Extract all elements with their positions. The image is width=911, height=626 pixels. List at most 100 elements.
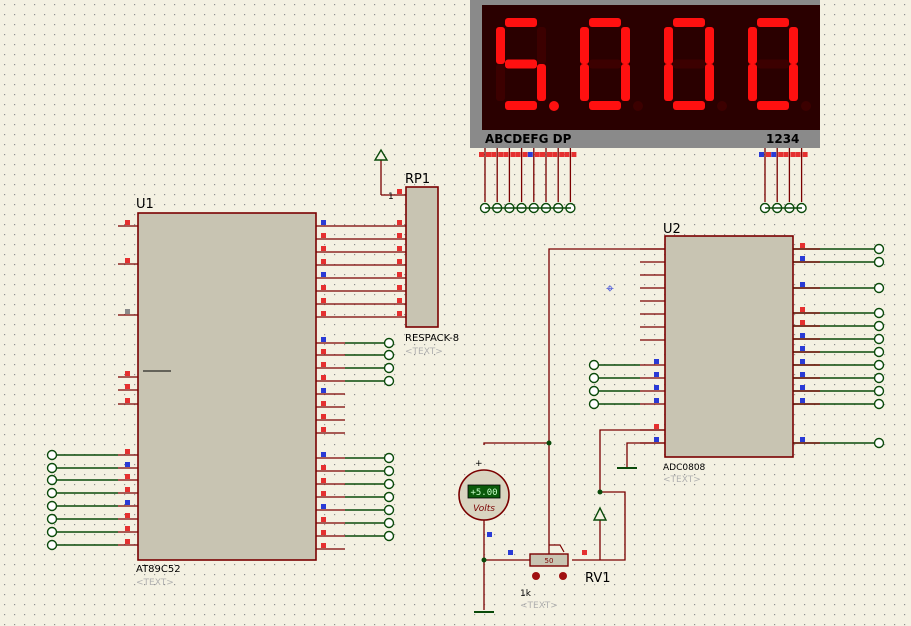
addr-terminal[interactable]: [588, 359, 600, 371]
u2-terminal[interactable]: [873, 307, 885, 319]
pin-state-icon: [321, 337, 326, 342]
junction-dot: [481, 557, 487, 563]
pin-state-icon: [559, 152, 565, 157]
pin-state-icon: [547, 152, 552, 157]
pin-state-icon: [522, 152, 528, 157]
u2-terminal[interactable]: [873, 320, 885, 332]
db-terminal[interactable]: [46, 449, 58, 461]
voltmeter-lcd: [467, 484, 501, 499]
junction-dot: [546, 440, 552, 446]
pin-state-icon: [571, 152, 577, 157]
pin-state-icon: [321, 259, 326, 264]
rv1-potentiometer[interactable]: 50 RV1 1k <TEXT>: [508, 544, 611, 611]
pin-state-icon: [654, 424, 659, 429]
p3-terminal[interactable]: [383, 530, 395, 542]
pin-state-icon: [321, 504, 326, 509]
u2-adc[interactable]: U2 ADC0808 <TEXT> ⌖: [588, 222, 885, 485]
db-terminal[interactable]: [46, 526, 58, 538]
pin-state-icon: [540, 152, 545, 157]
pin-state-icon: [321, 427, 326, 432]
pin-state-icon: [800, 398, 805, 403]
p2-terminal[interactable]: [383, 362, 395, 374]
segment-a: [673, 18, 705, 27]
segment-f: [748, 27, 757, 64]
pin-state-icon: [125, 371, 130, 376]
pin-state-icon: [321, 478, 326, 483]
u2-terminal[interactable]: [873, 372, 885, 384]
rv1-ref: RV1: [585, 571, 611, 586]
addr-terminal[interactable]: [588, 398, 600, 410]
pin-state-icon: [510, 152, 516, 157]
db-terminal[interactable]: [46, 487, 58, 499]
u1-name: AT89C52: [136, 564, 181, 575]
pin-state-icon: [795, 152, 801, 157]
wiper-icon: [549, 544, 565, 553]
u2-terminal[interactable]: [873, 385, 885, 397]
voltmeter-plus: +: [475, 459, 483, 469]
pin-state-icon: [654, 398, 659, 403]
pin-state-icon: [800, 320, 805, 325]
pin-state-icon: [654, 437, 659, 442]
seven-segment-display[interactable]: ABCDEFG DP 1234: [470, 0, 820, 214]
segment-b: [705, 27, 714, 64]
pin-state-icon: [800, 243, 805, 248]
rv1-percent: 50: [545, 557, 554, 565]
pin-state-icon: [397, 298, 402, 303]
display-digit: [496, 18, 559, 111]
p3-terminal[interactable]: [383, 491, 395, 503]
u2-terminal[interactable]: [873, 346, 885, 358]
u1-microcontroller[interactable]: U1 AT89C52 <TEXT>: [46, 197, 407, 588]
db-terminal[interactable]: [46, 500, 58, 512]
pin-state-icon: [508, 550, 513, 555]
pin-state-icon: [564, 152, 570, 157]
db-terminal[interactable]: [46, 474, 58, 486]
u2-terminal[interactable]: [873, 333, 885, 345]
u2-terminal[interactable]: [873, 359, 885, 371]
addr-terminal[interactable]: [588, 385, 600, 397]
voltmeter[interactable]: +5.00 Volts +: [458, 459, 510, 537]
segment-c: [537, 64, 546, 101]
p3-terminal[interactable]: [383, 452, 395, 464]
pin-state-icon: [321, 543, 326, 548]
pin-state-icon: [321, 311, 326, 316]
pin-state-icon: [486, 152, 491, 157]
display-digit: [664, 18, 727, 111]
vref-minus-wire: [626, 442, 665, 468]
segment-dp: [549, 101, 559, 111]
analog-wiring: [474, 248, 665, 613]
p3-terminal[interactable]: [383, 478, 395, 490]
p2-terminal[interactable]: [383, 337, 395, 349]
u2-terminal[interactable]: [873, 243, 885, 255]
addr-terminal[interactable]: [588, 372, 600, 384]
db-terminal[interactable]: [46, 462, 58, 474]
p3-terminal[interactable]: [383, 504, 395, 516]
in0-wire: [548, 248, 665, 560]
u2-terminal[interactable]: [873, 398, 885, 410]
rv1-increment-button[interactable]: [559, 572, 567, 580]
segment-b: [621, 27, 630, 64]
pin-state-icon: [125, 500, 130, 505]
db-terminal[interactable]: [46, 513, 58, 525]
pin-state-icon: [778, 152, 784, 157]
db-terminal[interactable]: [46, 539, 58, 551]
segment-e: [748, 64, 757, 101]
rp1-ref: RP1: [405, 172, 430, 187]
u2-terminal[interactable]: [873, 282, 885, 294]
pin-state-icon: [321, 285, 326, 290]
u2-terminal[interactable]: [873, 256, 885, 268]
pin-state-icon: [321, 362, 326, 367]
p3-terminal[interactable]: [383, 517, 395, 529]
p2-terminal[interactable]: [383, 375, 395, 387]
u2-text: <TEXT>: [663, 475, 701, 485]
p2-terminal[interactable]: [383, 349, 395, 361]
pin-state-icon: [759, 152, 764, 157]
pin-state-icon: [654, 385, 659, 390]
p3-terminal[interactable]: [383, 465, 395, 477]
rp1-resistor-pack[interactable]: RP1 RESPACK-8 <TEXT> 1: [373, 148, 459, 357]
pin-state-icon: [125, 487, 130, 492]
rv1-decrement-button[interactable]: [532, 572, 540, 580]
u2-terminal[interactable]: [873, 437, 885, 449]
display-digit: [748, 18, 811, 111]
pin-state-icon: [321, 233, 326, 238]
segment-e: [496, 64, 505, 101]
